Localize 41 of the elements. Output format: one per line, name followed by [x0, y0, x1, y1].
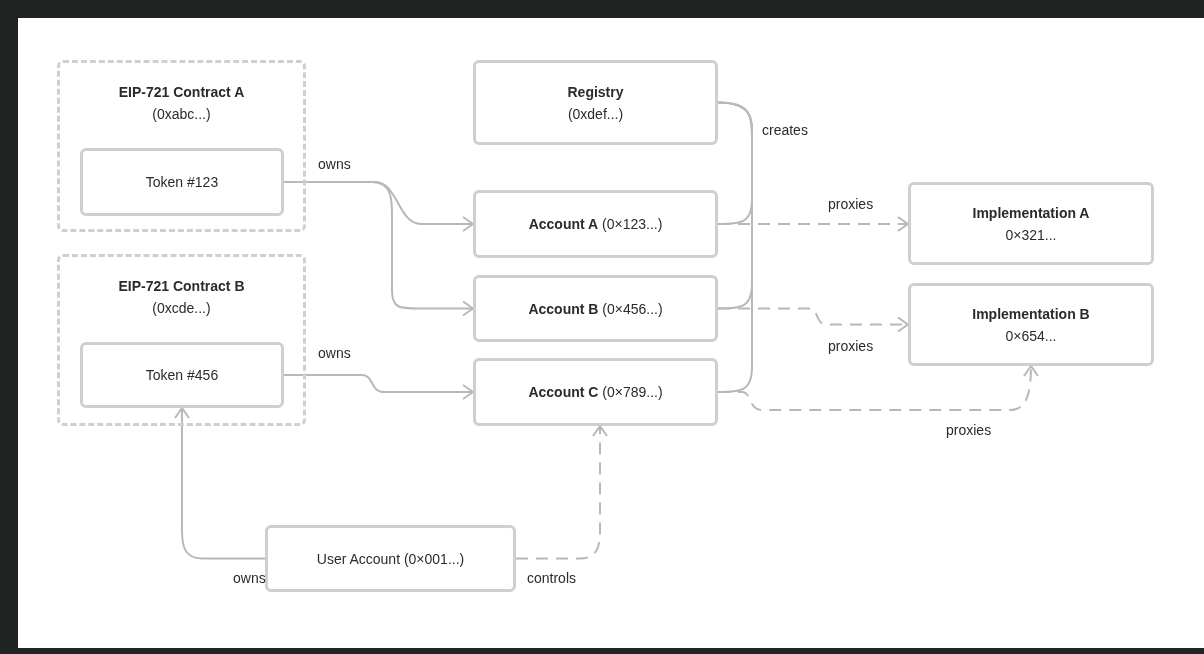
node-title: Account B (0×456...): [528, 299, 663, 319]
node-box: [473, 190, 718, 258]
arrow: [174, 407, 266, 560]
node-box: [473, 60, 718, 145]
edge-label: proxies: [828, 338, 874, 354]
connector-line: [717, 101, 753, 393]
edge-label: proxies: [828, 196, 874, 212]
node-box: [908, 283, 1154, 366]
arrow: [515, 425, 608, 560]
node-box: [80, 342, 284, 408]
node-box: [80, 148, 284, 216]
edge-label: proxies: [946, 422, 992, 438]
edge-label: owns: [318, 156, 351, 172]
node-box: [908, 182, 1154, 265]
node-address: 0×321...: [1005, 225, 1057, 245]
contract-group: [57, 60, 306, 232]
node-title: Implementation B: [972, 304, 1090, 324]
arrow: [283, 374, 474, 400]
node-address: (0xabc...): [152, 105, 211, 124]
node-box: [473, 358, 718, 426]
edge-label: creates: [762, 122, 808, 138]
edge-label: owns: [318, 345, 351, 361]
node-title: Implementation A: [972, 203, 1090, 223]
node-title: Account A (0×123...): [528, 215, 663, 234]
arrow: [717, 307, 909, 333]
arrow: [283, 181, 474, 317]
node-address: 0×654...: [1005, 326, 1057, 346]
node-title: Token #123: [145, 173, 219, 192]
contract-group: [57, 254, 306, 426]
edge-label: owns: [233, 570, 266, 586]
edge-label: controls: [527, 570, 577, 586]
node-title: User Account (0×001...): [316, 549, 465, 569]
node-box: [265, 525, 516, 592]
node-box: [473, 275, 718, 342]
node-address: (0xdef...): [567, 104, 624, 124]
node-title: EIP-721 Contract B: [118, 277, 245, 296]
node-title: Token #456: [145, 366, 219, 385]
node-title: Account C (0×789...): [528, 383, 663, 402]
node-title: EIP-721 Contract A: [118, 83, 245, 102]
node-address: (0xcde...): [152, 299, 211, 318]
node-title: Registry: [567, 82, 624, 102]
